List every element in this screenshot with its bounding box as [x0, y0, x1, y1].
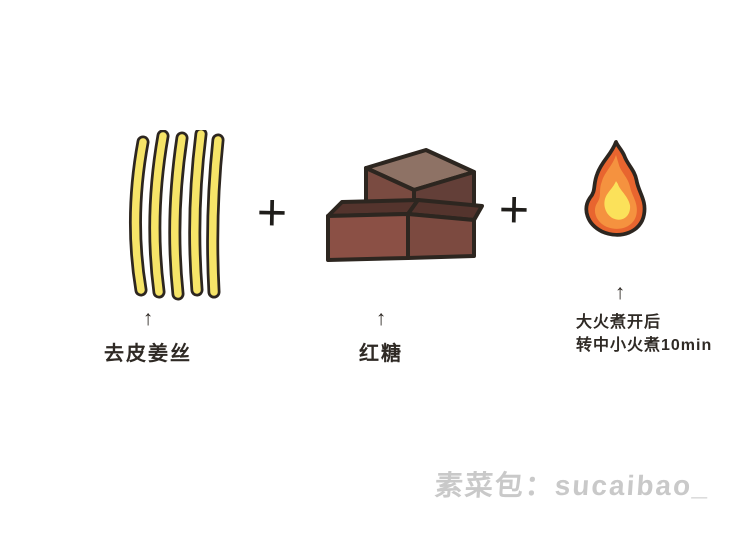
brown-sugar-icon: [326, 148, 484, 262]
ginger-label: 去皮姜丝: [104, 343, 192, 365]
flame-icon: [584, 140, 647, 237]
plus-icon-1: +: [256, 183, 288, 243]
brown-sugar-label: 红糖: [359, 343, 403, 365]
watermark: 素菜包：sucaibao_: [433, 470, 711, 501]
flame-label-line2: 转中小火煮10min: [576, 337, 713, 355]
annotation-ginger: ↑ 去皮姜丝: [93, 308, 203, 366]
arrow-up-icon: ↑: [614, 281, 626, 304]
arrow-up-icon: ↑: [375, 307, 387, 330]
ginger-shreds-icon: [128, 130, 225, 301]
arrow-up-icon: ↑: [142, 307, 154, 330]
flame-label-line1: 大火煮开后: [576, 314, 662, 331]
plus-icon-2: +: [498, 180, 530, 240]
annotation-flame: ↑ 大火煮开后 转中小火煮10min: [576, 282, 736, 357]
annotation-brown-sugar: ↑ 红糖: [326, 308, 436, 366]
